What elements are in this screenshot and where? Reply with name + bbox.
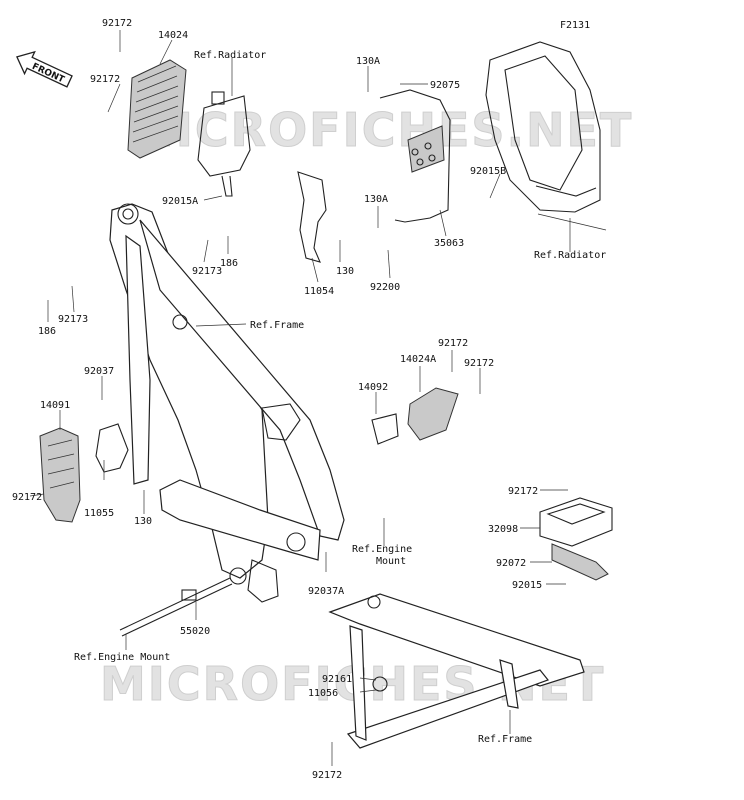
leader-lines: [29, 30, 607, 766]
guard-14024A: [371, 387, 459, 445]
label-92173-b: 92173: [58, 314, 88, 325]
label-92172-b: 92172: [90, 74, 120, 85]
label-11054: 11054: [304, 286, 334, 297]
label-92172-a: 92172: [102, 18, 132, 29]
label-130A-b: 130A: [364, 194, 388, 205]
bracket-11054: [297, 171, 327, 263]
label-ref-frame-mid: Ref.Frame: [250, 320, 304, 331]
label-14092: 14092: [358, 382, 388, 393]
label-92173-a: 92173: [192, 266, 222, 277]
front-arrow-icon: FRONT: [16, 50, 73, 88]
label-92037A: 92037A: [308, 586, 344, 597]
label-92072: 92072: [496, 558, 526, 569]
figure-code: F2131: [560, 20, 590, 31]
bracket-35063: [379, 89, 451, 223]
label-92172-e: 92172: [464, 358, 494, 369]
label-92172-c: 92172: [12, 492, 42, 503]
label-14024: 14024: [158, 30, 188, 41]
label-11056: 11056: [308, 688, 338, 699]
label-14091: 14091: [40, 400, 70, 411]
label-ref-radiator-right: Ref.Radiator: [534, 250, 606, 261]
bolt-55020: [119, 577, 233, 637]
bracket-11055: [95, 423, 129, 473]
label-130-a: 130: [336, 266, 354, 277]
label-ref-engine-mount-right: Ref.Engine: [352, 544, 412, 555]
label-92200: 92200: [370, 282, 400, 293]
label-186-a: 186: [220, 258, 238, 269]
label-92172-g: 92172: [312, 770, 342, 781]
label-55020: 55020: [180, 626, 210, 637]
label-ref-radiator-top: Ref.Radiator: [194, 50, 266, 61]
label-186-b: 186: [38, 326, 56, 337]
part-labels: 92172 14024 92172 Ref.Radiator 92015A 13…: [12, 18, 606, 781]
label-32098: 32098: [488, 524, 518, 535]
label-11055: 11055: [84, 508, 114, 519]
label-130-b: 130: [134, 516, 152, 527]
label-92172-f: 92172: [508, 486, 538, 497]
label-92015: 92015: [512, 580, 542, 591]
label-92161: 92161: [322, 674, 352, 685]
label-ref-frame-bottom: Ref.Frame: [478, 734, 532, 745]
radiator-cover-14024: [127, 59, 187, 159]
reservoir-tank: [197, 91, 251, 197]
label-92015B: 92015B: [470, 166, 506, 177]
label-92172-d: 92172: [438, 338, 468, 349]
radiator-shroud: [485, 41, 601, 213]
watermark-top: MICROFICHES.NET: [128, 103, 633, 157]
label-ref-engine-mount-right-2: Mount: [376, 556, 406, 567]
guard-14091: [39, 427, 81, 523]
label-35063: 35063: [434, 238, 464, 249]
label-14024A: 14024A: [400, 354, 436, 365]
label-92037: 92037: [84, 366, 114, 377]
label-ref-engine-mount-left: Ref.Engine Mount: [74, 652, 170, 663]
label-92015A: 92015A: [162, 196, 198, 207]
label-92075: 92075: [430, 80, 460, 91]
subframe: [328, 593, 585, 749]
main-frame: [109, 203, 345, 603]
label-130A-a: 130A: [356, 56, 380, 67]
battery-case-32098: [539, 497, 613, 581]
